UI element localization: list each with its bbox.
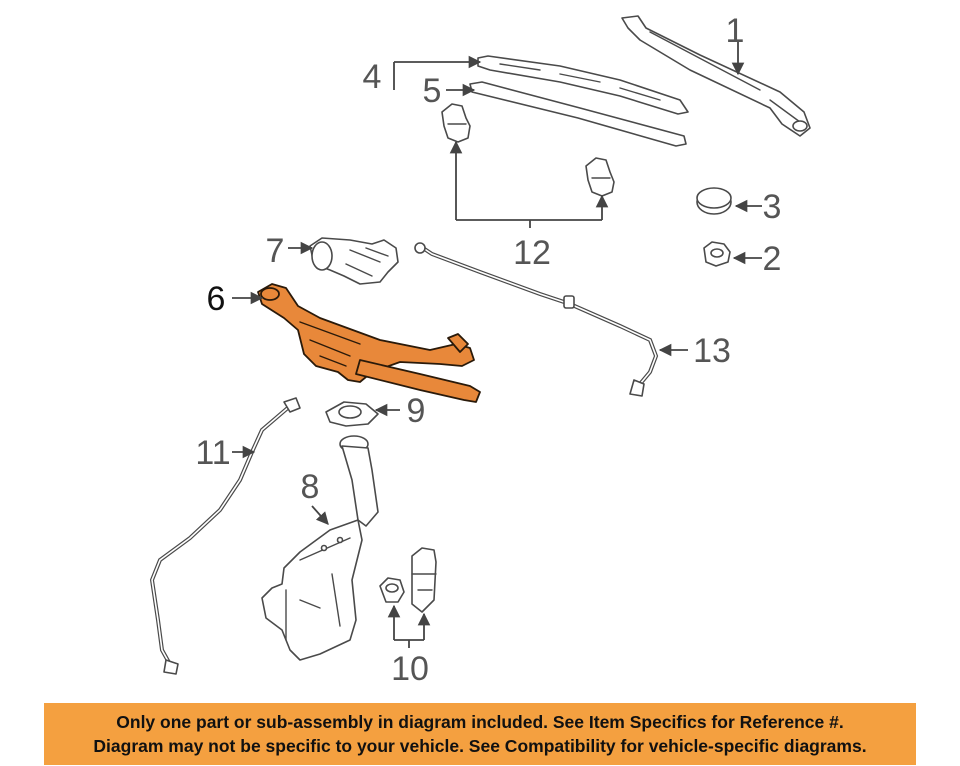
washer-pump-part xyxy=(411,547,437,613)
callout-9: 9 xyxy=(407,392,426,430)
disclaimer-line-2: Diagram may not be specific to your vehi… xyxy=(93,736,867,756)
callout-11: 11 xyxy=(195,434,230,472)
callout-5: 5 xyxy=(423,72,442,110)
disclaimer-banner: Only one part or sub-assembly in diagram… xyxy=(44,703,916,765)
nut-part xyxy=(703,241,731,267)
callout-8: 8 xyxy=(301,468,320,506)
wiper-linkage-part xyxy=(257,283,481,403)
wiper-motor-part xyxy=(309,237,399,285)
wiper-arm-part xyxy=(621,15,811,137)
parts-diagram: 1 2 3 4 5 6 7 8 9 10 11 12 13 xyxy=(149,12,811,688)
disclaimer-line-1: Only one part or sub-assembly in diagram… xyxy=(116,712,844,732)
washer-hose-part xyxy=(414,242,659,397)
callout-13: 13 xyxy=(693,332,731,370)
callout-1: 1 xyxy=(726,12,745,50)
reservoir-hose-part xyxy=(149,397,301,675)
callout-4: 4 xyxy=(363,58,382,96)
cap-part xyxy=(696,187,732,215)
callout-6: 6 xyxy=(207,280,226,318)
washer-nozzle-left-part xyxy=(441,103,471,143)
callout-12: 12 xyxy=(513,234,551,272)
callout-2: 2 xyxy=(763,240,782,278)
pump-seal-part xyxy=(325,401,379,427)
leader-lines xyxy=(232,42,762,648)
callout-10: 10 xyxy=(391,650,429,688)
blade-insert-part xyxy=(469,81,687,147)
callout-7: 7 xyxy=(266,232,285,270)
callout-3: 3 xyxy=(763,188,782,226)
grommet-part xyxy=(379,577,405,603)
washer-nozzle-right-part xyxy=(585,157,615,197)
wiper-blade-part xyxy=(477,55,689,115)
washer-reservoir-part xyxy=(261,435,379,661)
